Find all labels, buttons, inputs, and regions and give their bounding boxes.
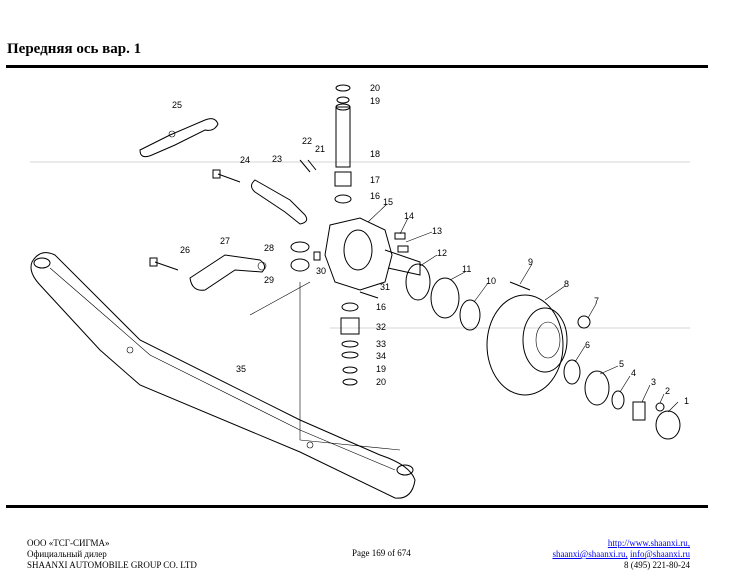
callout-11: 11 — [462, 264, 471, 274]
callout-21: 21 — [315, 144, 325, 154]
footer-divider — [6, 505, 708, 508]
callout-9: 9 — [528, 257, 533, 267]
callout-16-upper: 16 — [370, 191, 380, 201]
callout-10: 10 — [486, 276, 496, 286]
callout-25: 25 — [172, 100, 182, 110]
bolt-21 — [307, 159, 317, 171]
washer-28 — [290, 241, 310, 253]
callout-17: 17 — [370, 175, 380, 185]
title-divider — [6, 65, 708, 68]
lever — [189, 254, 267, 291]
callout-19-lower: 19 — [376, 364, 386, 374]
footer-contacts: http://www.shaanxi.ru, shaanxi@shaanxi.r… — [552, 538, 690, 571]
washer-lower — [342, 366, 358, 374]
callout-5: 5 — [619, 359, 624, 369]
callout-8: 8 — [564, 279, 569, 289]
page-title: Передняя ось вар. 1 — [7, 41, 142, 57]
footer-dealer: Официальный дилер — [27, 549, 107, 559]
footer-page-info: Page 169 of 674 — [352, 548, 411, 558]
email-link-1[interactable]: shaanxi@shaanxi.ru, — [552, 549, 628, 559]
callout-7: 7 — [594, 296, 599, 306]
callout-26: 26 — [180, 245, 190, 255]
tie-rod-arm — [139, 118, 219, 158]
leader-lines — [367, 203, 679, 413]
shim-34 — [341, 351, 359, 359]
bushing-lower — [340, 317, 360, 335]
bolt-22 — [299, 159, 311, 173]
oil-seal — [405, 263, 431, 301]
callout-34: 34 — [376, 351, 386, 361]
callout-20-lower: 20 — [376, 377, 386, 387]
callout-14: 14 — [404, 211, 414, 221]
hub-nut — [632, 401, 646, 421]
seal-6 — [563, 359, 581, 385]
wheel-nut — [577, 315, 591, 329]
shim-33 — [341, 340, 359, 348]
washer-4 — [611, 390, 625, 410]
washer-upper — [336, 96, 350, 104]
spacer-ring — [459, 299, 481, 331]
callout-6: 6 — [585, 340, 590, 350]
footer-company-block: ООО «ТСГ-СИГМА» Официальный дилер SHAANX… — [27, 538, 197, 571]
front-axle-exploded-diagram: 1 2 3 4 5 6 7 8 9 10 11 12 13 14 15 16 1… — [30, 83, 690, 499]
callout-22: 22 — [302, 136, 312, 146]
footer-manufacturer: SHAANXI AUTOMOBILE GROUP CO. LTD — [27, 560, 197, 570]
snap-ring-upper — [335, 84, 351, 92]
callout-19-upper: 19 — [370, 96, 380, 106]
callout-24: 24 — [240, 155, 250, 165]
callout-32: 32 — [376, 322, 386, 332]
steering-arm — [251, 179, 308, 225]
callout-30: 30 — [316, 266, 326, 276]
hub-cap — [655, 410, 681, 440]
callout-23: 23 — [272, 154, 282, 164]
footer-company: ООО «ТСГ-СИГМА» — [27, 538, 110, 548]
snap-ring-lower — [342, 378, 358, 386]
bolt-26 — [149, 257, 179, 271]
callout-35: 35 — [236, 364, 246, 374]
footer-phone: 8 (495) 221-80-24 — [624, 560, 690, 570]
assembly-line — [249, 281, 311, 316]
callout-3: 3 — [651, 377, 656, 387]
seal-lower — [341, 302, 359, 312]
assembly-line — [299, 439, 401, 451]
callout-29: 29 — [264, 275, 274, 285]
kingpin — [335, 103, 351, 168]
website-link[interactable]: http://www.shaanxi.ru, — [607, 538, 690, 548]
email-link-2[interactable]: info@shaanxi.ru — [629, 549, 690, 559]
bolt-31 — [359, 291, 379, 299]
outer-bearing — [584, 370, 610, 406]
callout-31: 31 — [380, 282, 390, 292]
bolt-14 — [394, 232, 406, 240]
bearing-29 — [290, 258, 310, 272]
callout-18: 18 — [370, 149, 380, 159]
bushing-upper — [334, 171, 352, 187]
bolt-24 — [212, 169, 241, 183]
callout-12: 12 — [437, 248, 447, 258]
callout-20-upper: 20 — [370, 83, 380, 93]
inner-bearing — [430, 277, 460, 319]
wheel-stud — [509, 281, 531, 291]
callout-28: 28 — [264, 243, 274, 253]
callout-33: 33 — [376, 339, 386, 349]
callout-2: 2 — [665, 386, 670, 396]
callout-16-lower: 16 — [376, 302, 386, 312]
bolt-13 — [397, 245, 409, 253]
wheel-hub — [486, 294, 568, 396]
callout-27: 27 — [220, 236, 230, 246]
callout-1: 1 — [684, 396, 689, 406]
nut-30 — [313, 251, 321, 261]
callout-15: 15 — [383, 197, 393, 207]
screw-2 — [655, 402, 665, 412]
callout-4: 4 — [631, 368, 636, 378]
callout-13: 13 — [432, 226, 442, 236]
seal-upper — [334, 194, 352, 204]
